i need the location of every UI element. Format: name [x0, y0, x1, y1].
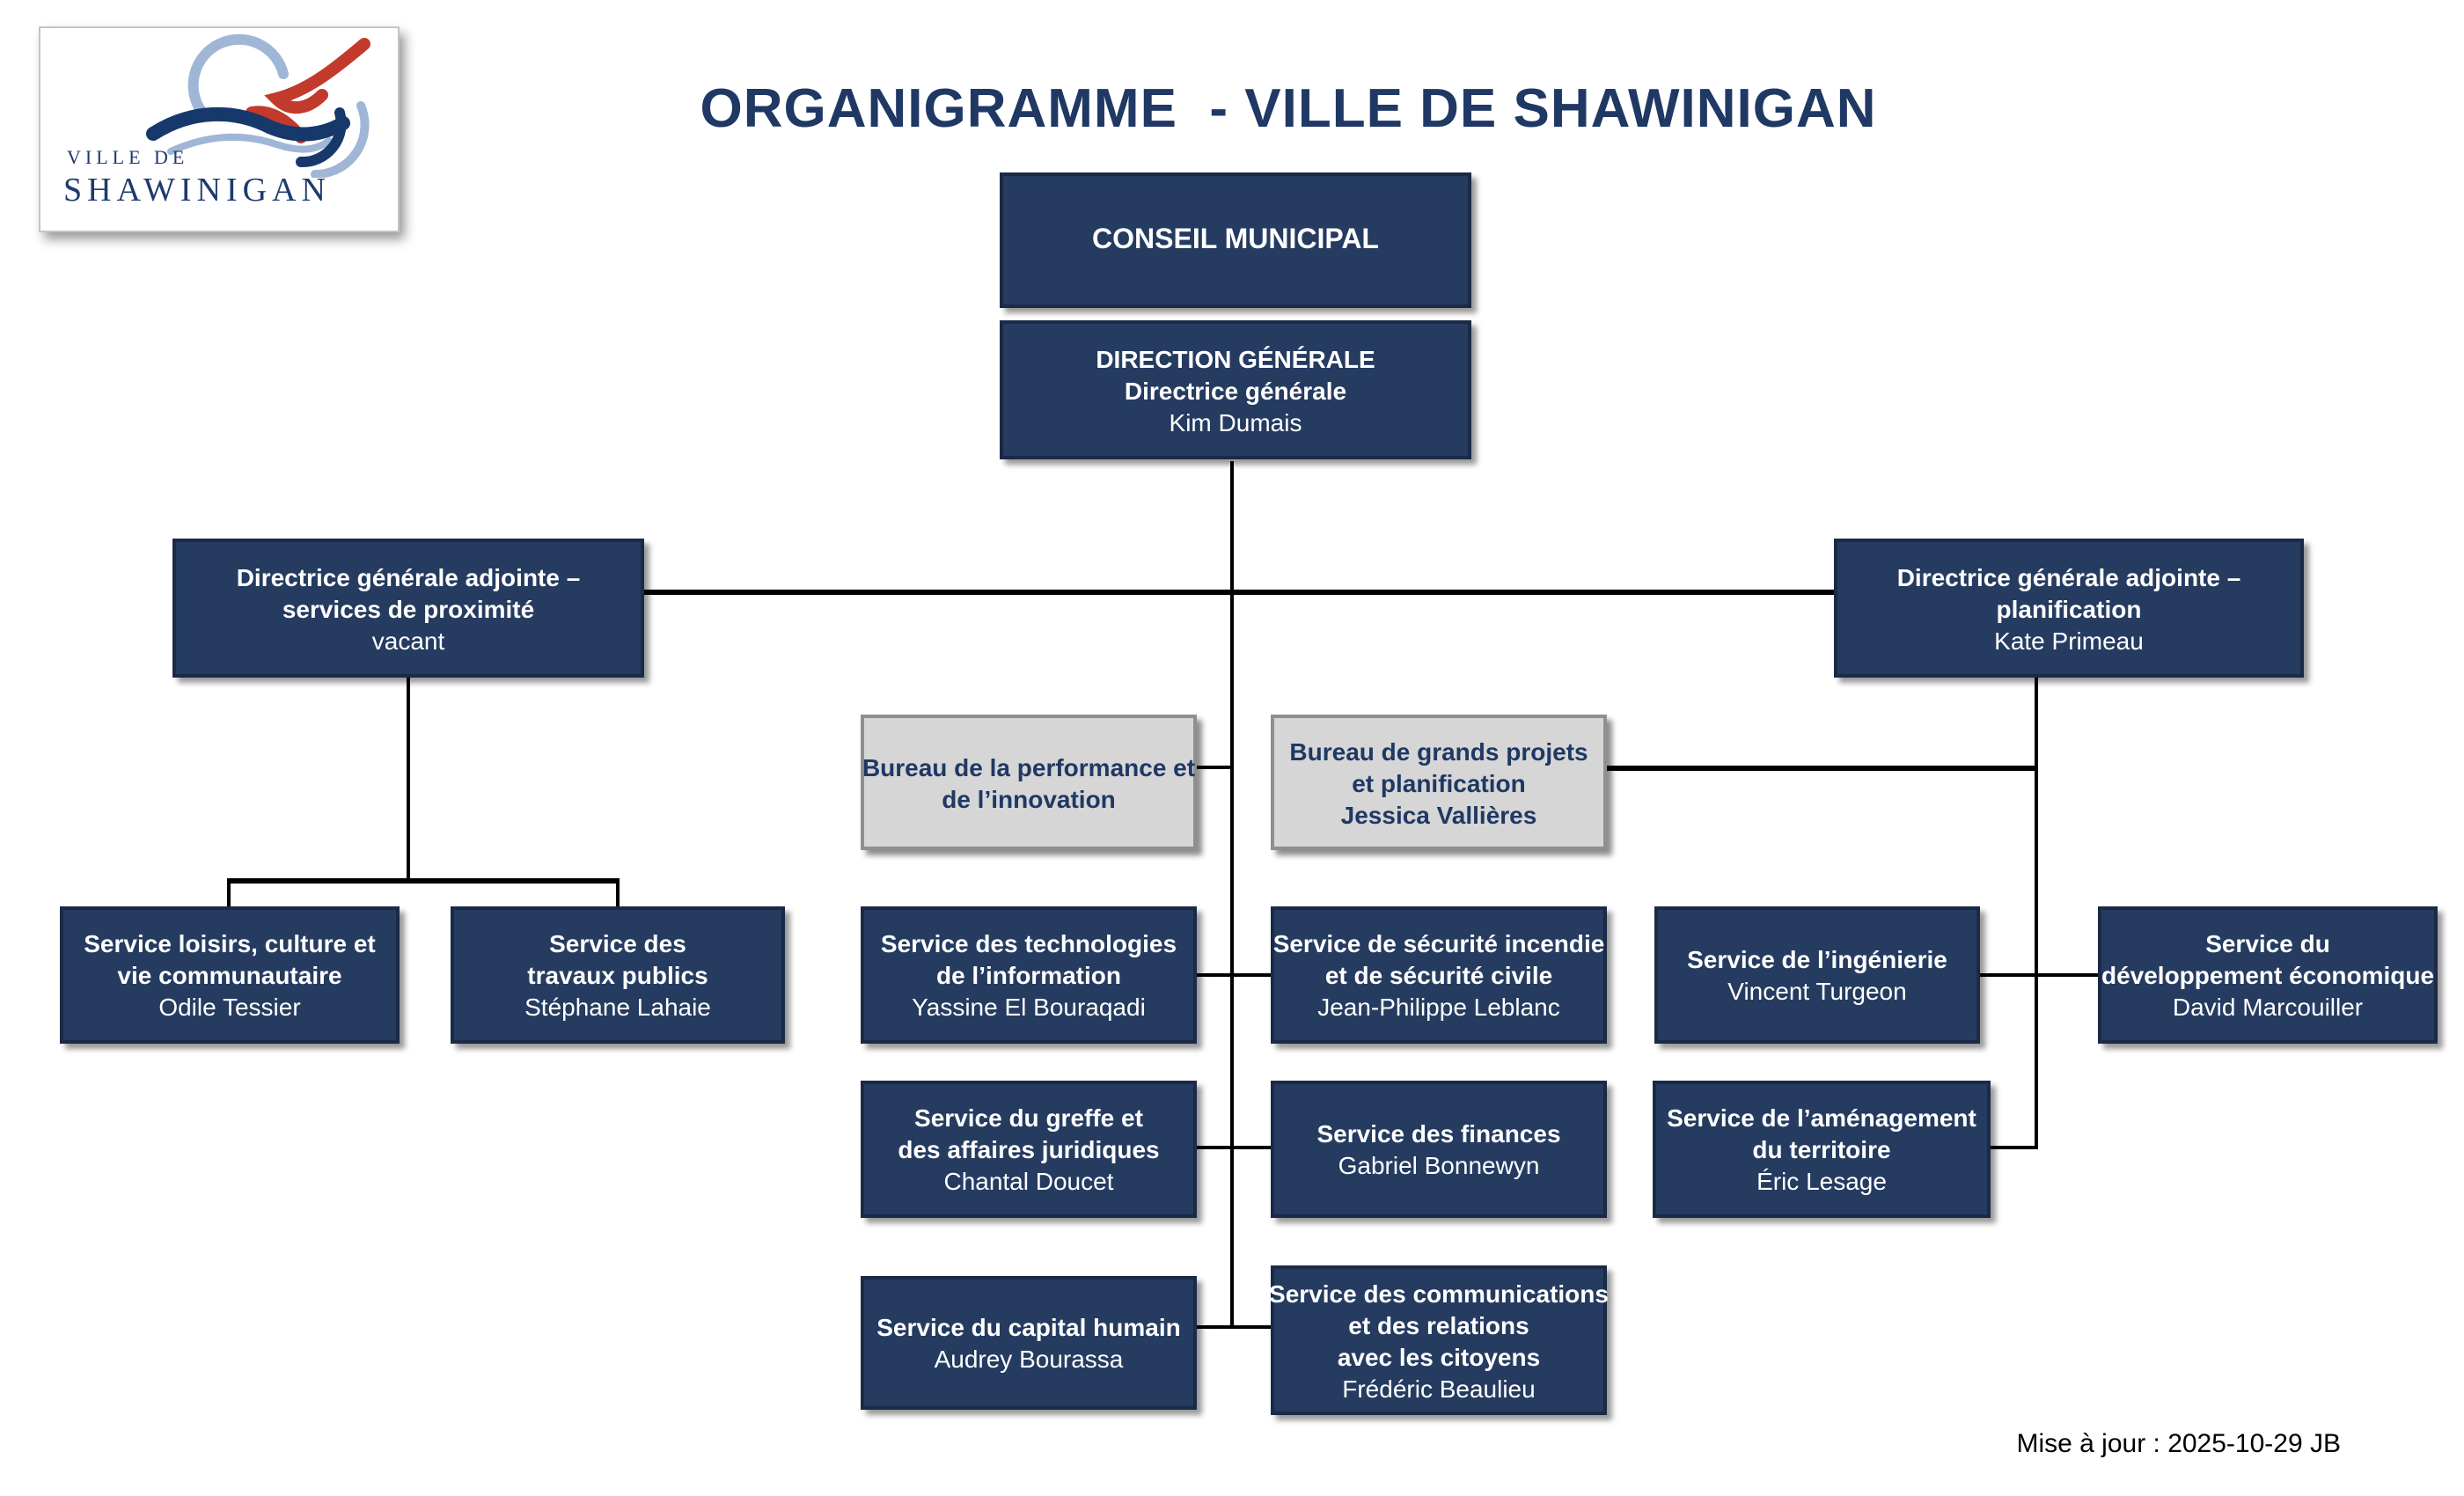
- city-logo: VILLE DE SHAWINIGAN: [39, 26, 400, 232]
- connector-row1-mid: [1197, 973, 1271, 977]
- node-title: Service de l’ingénierie: [1687, 945, 1947, 973]
- node-person: Kate Primeau: [1994, 626, 2144, 654]
- connector-top-horizontal: [644, 590, 1834, 595]
- connector-row1-right: [1980, 973, 2098, 977]
- node-title: Service des technologies de l’informatio…: [880, 929, 1177, 989]
- connector-right-spine: [2035, 678, 2038, 1149]
- node-person: Chantal Doucet: [943, 1167, 1114, 1195]
- node-title: Bureau de la performance et de l’innovat…: [862, 752, 1196, 812]
- node-person: Yassine El Bouraqadi: [912, 993, 1146, 1021]
- node-service-ingenierie: Service de l’ingénierie Vincent Turgeon: [1654, 906, 1980, 1044]
- node-title: Service du capital humain: [876, 1313, 1181, 1341]
- node-person: Frédéric Beaulieu: [1342, 1374, 1536, 1402]
- node-person: David Marcouiller: [2172, 993, 2364, 1021]
- page-title: ORGANIGRAMME - VILLE DE SHAWINIGAN: [700, 77, 1877, 139]
- connector-left-drop: [407, 678, 410, 882]
- node-service-technologies-information: Service des technologies de l’informatio…: [861, 906, 1197, 1044]
- logo-text-ville-de: VILLE DE: [67, 148, 189, 169]
- node-title: Service de sécurité incendie et de sécur…: [1272, 929, 1605, 989]
- node-service-greffe-affaires-juridiques: Service du greffe et des affaires juridi…: [861, 1081, 1197, 1218]
- node-title: Service des finances: [1316, 1119, 1561, 1148]
- node-title: Service des travaux publics: [527, 929, 708, 989]
- connector-row2-mid: [1197, 1146, 1271, 1149]
- node-service-amenagement-territoire: Service de l’aménagement du territoire É…: [1653, 1081, 1991, 1218]
- node-title: Directrice générale adjointe – planifica…: [1896, 562, 2241, 622]
- node-service-communications: Service des communications et des relati…: [1269, 1265, 1609, 1415]
- node-service-securite-incendie: Service de sécurité incendie et de sécur…: [1271, 906, 1607, 1044]
- node-service-developpement-economique: Service du développement économique Davi…: [2098, 906, 2438, 1044]
- connector-elbow-amenagement: [1991, 1146, 2038, 1149]
- last-updated-note: Mise à jour : 2025-10-29 JB: [2016, 1429, 2341, 1459]
- node-direction-generale: DIRECTION GÉNÉRALE Directrice générale K…: [1000, 320, 1471, 459]
- node-service-loisirs-culture: Service loisirs, culture et vie communau…: [60, 906, 400, 1044]
- node-person: Vincent Turgeon: [1727, 977, 1907, 1005]
- node-person: Stéphane Lahaie: [524, 993, 711, 1021]
- node-service-capital-humain: Service du capital humain Audrey Bourass…: [861, 1276, 1197, 1410]
- node-title: Directrice générale adjointe – services …: [236, 562, 581, 622]
- node-person: vacant: [371, 626, 445, 654]
- node-title: CONSEIL MUNICIPAL: [1092, 224, 1379, 254]
- node-service-travaux-publics: Service des travaux publics Stéphane Lah…: [451, 906, 785, 1044]
- node-conseil-municipal: CONSEIL MUNICIPAL: [1000, 172, 1471, 308]
- node-person: Éric Lesage: [1756, 1167, 1887, 1195]
- connector-stub-loisirs: [227, 878, 231, 908]
- connector-stub-travaux: [616, 878, 620, 908]
- logo-text-shawinigan: SHAWINIGAN: [63, 172, 331, 209]
- node-person: Gabriel Bonnewyn: [1338, 1151, 1540, 1179]
- node-person: Kim Dumais: [1169, 407, 1302, 436]
- connector-bureau-left: [1197, 766, 1232, 769]
- node-title: Service du greffe et des affaires juridi…: [898, 1104, 1160, 1163]
- node-bureau-performance-innovation: Bureau de la performance et de l’innovat…: [861, 715, 1197, 850]
- node-person: Audrey Bourassa: [934, 1345, 1124, 1373]
- node-bureau-grands-projets: Bureau de grands projets et planificatio…: [1271, 715, 1607, 850]
- node-service-finances: Service des finances Gabriel Bonnewyn: [1271, 1081, 1607, 1218]
- logo-swoosh-icon: [146, 33, 370, 178]
- node-title: Service de l’aménagement du territoire: [1667, 1104, 1976, 1163]
- node-title: Bureau de grands projets et planificatio…: [1289, 737, 1588, 828]
- node-title: Service loisirs, culture et vie communau…: [84, 929, 376, 989]
- connector-row3-mid: [1197, 1325, 1271, 1329]
- connector-bureau-right: [1607, 766, 2038, 771]
- node-person: Odile Tessier: [158, 993, 301, 1021]
- node-dga-services-proximite: Directrice générale adjointe – services …: [172, 539, 644, 678]
- node-title: DIRECTION GÉNÉRALE Directrice générale: [1096, 344, 1375, 404]
- connector-central-spine: [1230, 461, 1234, 1329]
- connector-left-branch: [227, 878, 620, 884]
- node-dga-planification: Directrice générale adjointe – planifica…: [1834, 539, 2304, 678]
- node-title: Service des communications et des relati…: [1269, 1279, 1609, 1370]
- node-title: Service du développement économique: [2101, 929, 2435, 989]
- node-person: Jean-Philippe Leblanc: [1317, 993, 1560, 1021]
